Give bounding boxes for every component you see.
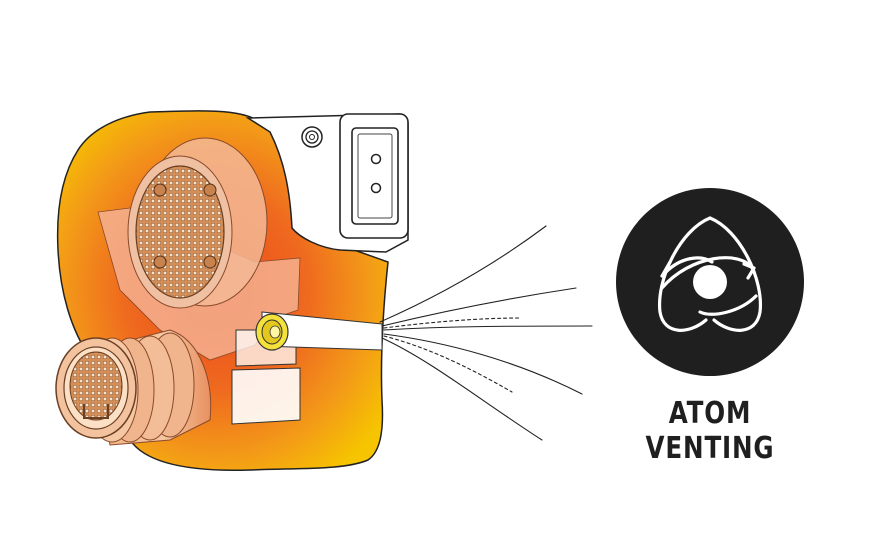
- connector-socket: [340, 114, 408, 238]
- atom-orbit-icon: [616, 188, 804, 376]
- feature-caption: ATOM VENTING: [607, 396, 814, 466]
- earphone-cutaway: [56, 111, 408, 470]
- nozzle: [56, 330, 211, 445]
- vent-airflow-lines: [360, 226, 592, 440]
- internal-chamber: [232, 368, 300, 424]
- vent-fitting: [256, 314, 288, 350]
- nozzle-filter: [70, 352, 122, 420]
- screw-icon: [302, 127, 322, 147]
